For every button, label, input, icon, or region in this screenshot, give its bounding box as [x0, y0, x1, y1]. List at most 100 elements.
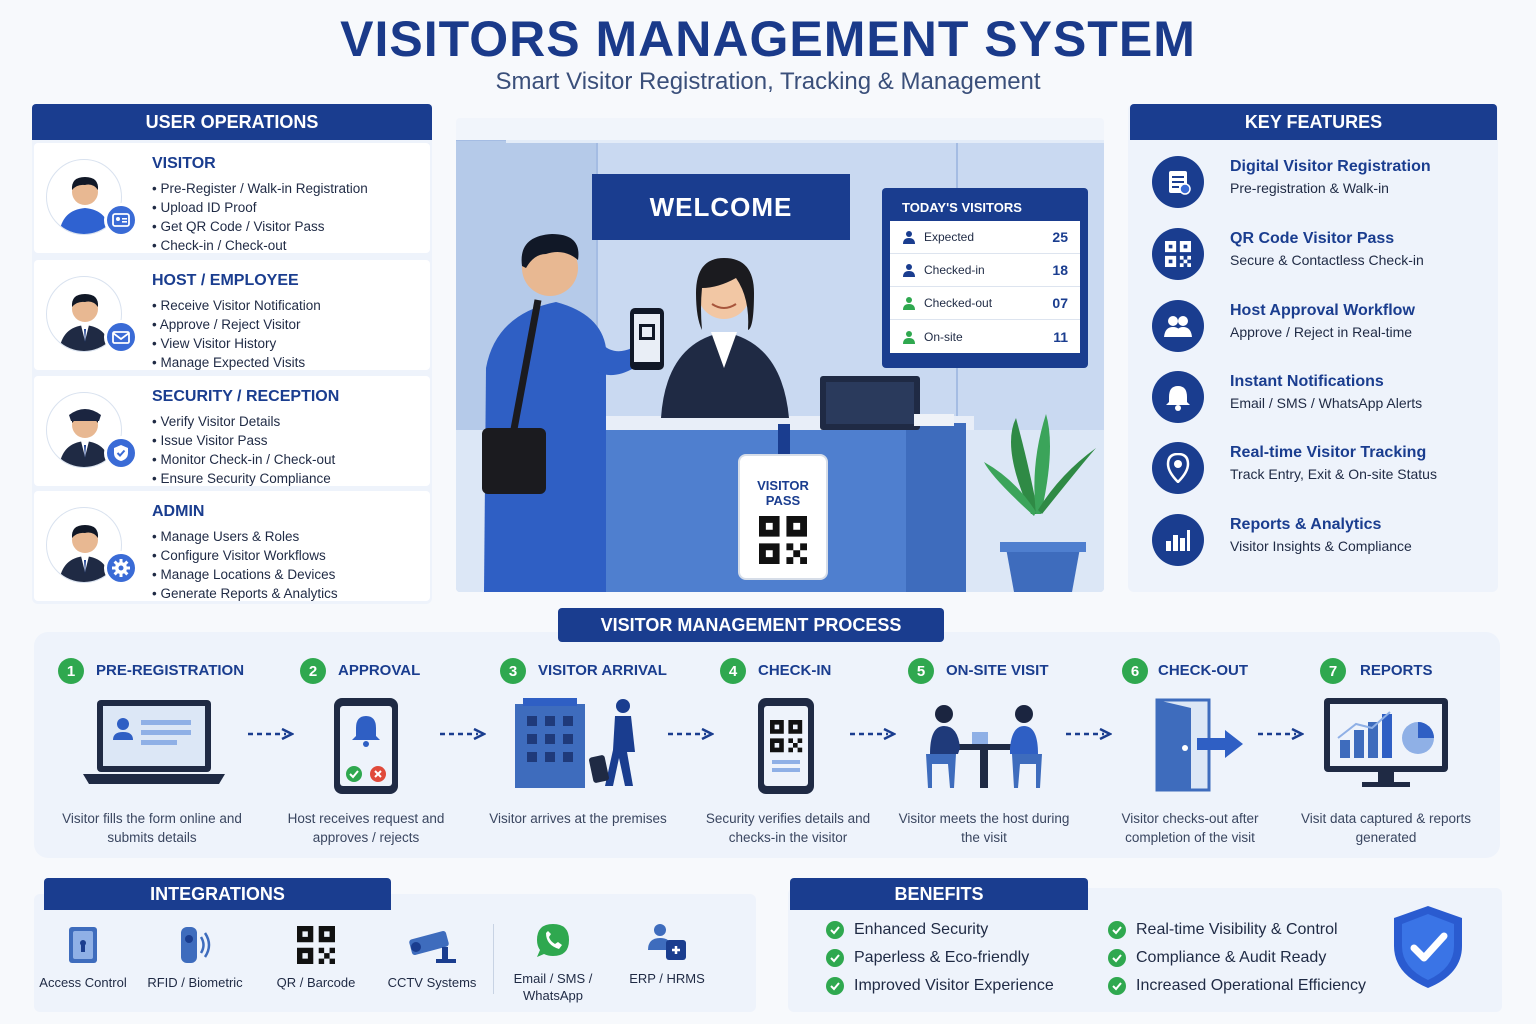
feature-title: Real-time Visitor Tracking — [1230, 444, 1427, 461]
shield-check-icon — [1394, 906, 1462, 988]
process-arrow-icon — [1066, 727, 1113, 741]
person-icon — [903, 231, 915, 244]
benefit-label: Improved Visitor Experience — [854, 977, 1054, 994]
role-task-list: Manage Users & RolesConfigure Visitor Wo… — [152, 527, 338, 603]
benefit-label: Increased Operational Efficiency — [1136, 977, 1367, 994]
feature-title: Host Approval Workflow — [1230, 302, 1415, 319]
role-task-item: Manage Expected Visits — [152, 353, 321, 372]
benefit-item: Improved Visitor Experience — [826, 977, 1054, 995]
access-control-icon — [35, 924, 131, 966]
visitors-board-row: Checked-in 18 — [890, 254, 1080, 287]
process-arrow-icon — [440, 727, 487, 741]
role-card-2: HOST / EMPLOYEE Receive Visitor Notificat… — [34, 260, 430, 370]
benefit-item: Compliance & Audit Ready — [1108, 949, 1326, 967]
step-illustration — [1316, 694, 1456, 799]
role-task-list: Verify Visitor DetailsIssue Visitor Pass… — [152, 412, 335, 488]
role-title: SECURITY / RECEPTION — [152, 388, 340, 405]
qr-barcode-icon — [268, 924, 364, 966]
cctv-icon — [384, 924, 480, 966]
step-description: Visitor fills the form online and submit… — [62, 811, 242, 845]
qr-code-icon — [759, 516, 807, 564]
key-features-header: KEY FEATURES — [1130, 104, 1497, 140]
step-title: REPORTS — [1360, 662, 1433, 679]
board-row-value: 07 — [1052, 295, 1068, 311]
benefit-label: Paperless & Eco-friendly — [854, 949, 1030, 966]
integration-item: Access Control — [35, 924, 131, 991]
role-task-item: Check-in / Check-out — [152, 236, 368, 255]
role-task-item: Configure Visitor Workflows — [152, 546, 338, 565]
bar-chart-icon — [1152, 514, 1204, 566]
integrations-panel — [34, 894, 756, 1012]
role-title: ADMIN — [152, 503, 205, 520]
role-task-item: Generate Reports & Analytics — [152, 584, 337, 603]
user-operations-header: USER OPERATIONS — [32, 104, 432, 140]
step-description: Visitor meets the host during the visit — [898, 811, 1070, 845]
role-task-item: Issue Visitor Pass — [152, 431, 335, 450]
step-description: Visitor arrives at the premises — [489, 811, 667, 826]
whatsapp-icon — [505, 920, 601, 962]
step-title: APPROVAL — [338, 662, 421, 679]
step-number: 3 — [500, 658, 526, 684]
step-title: PRE-REGISTRATION — [96, 662, 245, 679]
qr-code-icon — [1152, 228, 1204, 280]
users-icon — [1152, 300, 1204, 352]
role-task-item: Approve / Reject Visitor — [152, 315, 321, 334]
integration-label: QR / Barcode — [276, 975, 356, 990]
role-task-item: Receive Visitor Notification — [152, 296, 320, 315]
integration-label: ERP / HRMS — [629, 971, 705, 986]
role-task-item: Manage Users & Roles — [152, 527, 338, 546]
location-pin-icon — [1152, 442, 1204, 494]
role-task-list: Receive Visitor NotificationApprove / Re… — [152, 296, 321, 372]
role-title: HOST / EMPLOYEE — [152, 272, 299, 289]
integration-item: RFID / Biometric — [147, 924, 243, 991]
integration-label: Email / SMS / WhatsApp — [513, 971, 593, 1003]
person-icon — [903, 330, 915, 344]
role-avatar — [46, 159, 122, 235]
feature-desc: Track Entry, Exit & On-site Status — [1230, 466, 1437, 482]
step-number: 4 — [720, 658, 746, 684]
board-row-label: Checked-in — [924, 263, 985, 277]
step-description: Visit data captured & reports generated — [1300, 811, 1472, 845]
feature-title: Reports & Analytics — [1230, 516, 1382, 533]
role-task-item: Get QR Code / Visitor Pass — [152, 217, 368, 236]
role-task-item: Ensure Security Compliance — [152, 469, 335, 488]
step-illustration — [503, 694, 653, 795]
board-row-value: 18 — [1052, 262, 1068, 278]
step-description: Host receives request and approves / rej… — [287, 811, 445, 845]
step-number: 6 — [1122, 658, 1148, 684]
welcome-sign: WELCOME — [592, 174, 850, 240]
role-task-item: View Visitor History — [152, 334, 321, 353]
step-title: CHECK-OUT — [1158, 662, 1248, 679]
integration-item: ERP / HRMS — [619, 920, 715, 987]
feature-title: Instant Notifications — [1230, 373, 1384, 390]
integrations-divider — [493, 924, 494, 994]
role-task-item: Upload ID Proof — [152, 198, 368, 217]
process-header: VISITOR MANAGEMENT PROCESS — [558, 608, 944, 642]
step-title: VISITOR ARRIVAL — [538, 662, 667, 679]
check-icon — [826, 949, 844, 967]
role-card-3: SECURITY / RECEPTION Verify Visitor Detai… — [34, 376, 430, 486]
step-title: CHECK-IN — [758, 662, 832, 679]
benefit-item: Paperless & Eco-friendly — [826, 949, 1029, 967]
feature-desc: Visitor Insights & Compliance — [1230, 538, 1412, 554]
step-illustration — [326, 694, 406, 803]
role-task-item: Manage Locations & Devices — [152, 565, 338, 584]
visitor-pass-line1: VISITOR — [757, 478, 809, 493]
feature-title: QR Code Visitor Pass — [1230, 230, 1395, 247]
process-arrow-icon — [850, 727, 897, 741]
process-arrow-icon — [668, 727, 715, 741]
step-illustration — [1141, 694, 1251, 799]
step-illustration — [79, 694, 229, 795]
feature-desc: Email / SMS / WhatsApp Alerts — [1230, 395, 1423, 411]
rfid-icon — [147, 924, 243, 966]
integration-label: RFID / Biometric — [147, 975, 243, 990]
role-task-item: Monitor Check-in / Check-out — [152, 450, 335, 469]
step-title: ON-SITE VISIT — [946, 662, 1049, 679]
integration-label: CCTV Systems — [387, 975, 477, 990]
